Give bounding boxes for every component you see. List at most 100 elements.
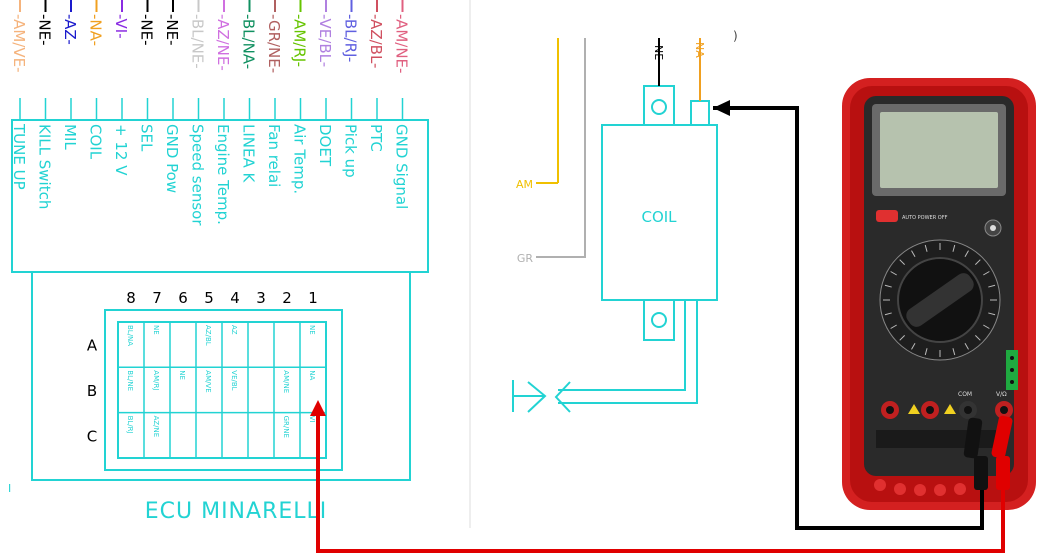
ecu-title: ECU MINARELLI [145, 499, 328, 524]
wire-code-label: -AM/VE- [10, 14, 28, 73]
na-coil-label: NA [693, 42, 706, 58]
coil-terminal-hole-bottom [651, 312, 667, 328]
connector-pin-label: GR/NE [282, 416, 290, 438]
wire-function-label: GND Signal [393, 124, 411, 209]
multimeter: AUTO POWER OFF COM V/Ω [842, 78, 1036, 510]
ne-coil-label: NE [652, 45, 665, 60]
red-test-lead [316, 410, 1005, 553]
black-lead-arrow [713, 100, 730, 116]
connector-pin-label: BL/NA [126, 325, 134, 346]
connector-row-letter: A [87, 337, 98, 355]
jack-label-v: V/Ω [996, 391, 1007, 398]
connector-pin-label: AM/NE [282, 370, 290, 393]
wire-code-label: -NE- [36, 14, 54, 46]
coil-terminal-bottom [643, 299, 675, 341]
ground-symbol [512, 380, 547, 413]
connector-pin-label: NA [308, 370, 316, 380]
jack-label-com: COM [958, 391, 972, 398]
ground-arrow [554, 381, 571, 413]
black-probe-plug [963, 417, 983, 459]
connector-column-number: 5 [204, 289, 214, 307]
wire-function-label: Speed sensor [189, 124, 207, 226]
wire-function-label: TUNE UP [10, 123, 28, 190]
connector-pin-labels: BL/NA NE AZ/BL AZ NE BL/NE AM/RJ NE AM/VE VE/BL AM… [126, 325, 316, 438]
red-lead-arrow [310, 400, 326, 416]
dial-knob[interactable] [903, 270, 977, 330]
coil-terminal-top [643, 85, 675, 126]
connector-pin-label: AM/RJ [152, 370, 160, 390]
wire-code-label: -AM/NE- [393, 14, 411, 73]
connector-outline [104, 309, 343, 471]
wire-code-label: -AM/RJ- [291, 14, 309, 67]
connector-pin-label: NE [178, 370, 186, 380]
wire-code-label: -NE- [138, 14, 156, 46]
connector-pin-label: NE [152, 325, 160, 335]
wire-function-label: GND Pow [163, 124, 181, 193]
wire-function-label: + 12 V [112, 124, 130, 176]
ecu-function-box [11, 119, 429, 273]
connector-column-number: 3 [256, 289, 266, 307]
input-jacks [881, 401, 1013, 419]
wire-function-label: LINEA K [240, 124, 258, 184]
connector-row-letter: B [87, 382, 97, 400]
meter-lcd [880, 112, 998, 188]
connector-grid [118, 322, 326, 458]
wire-code-label: -AZ/BL- [367, 14, 385, 68]
ground-line-inner [558, 300, 698, 404]
connector-pin-label: BL/RJ [126, 416, 134, 434]
wire-code-label: -NE- [163, 14, 181, 46]
connector-pin-label: VI [308, 416, 316, 423]
wire-function-label: SEL [138, 124, 156, 152]
gr-wire-label: GR [517, 252, 534, 265]
connector-pin-label: NE [308, 325, 316, 335]
coil-diagram: AM GR COIL NE NA ) [512, 29, 738, 413]
wire-code-label: -VI- [112, 14, 130, 39]
wire-function-label: MIL [61, 124, 79, 150]
connector-pin-label: VE/BL [230, 370, 238, 390]
wire-code-label: -GR/NE- [265, 14, 283, 73]
wire-code-label: -AZ- [61, 14, 79, 45]
coil-label: COIL [641, 208, 677, 226]
ecu-wire-labels: -AM/VE- TUNE UP -NE- KILL Switch -AZ- MIL -NA-… [10, 0, 411, 226]
coil-terminal-hole-top [651, 99, 667, 115]
connector-column-number: 8 [126, 289, 136, 307]
connector-pin-label: AZ/BL [204, 325, 212, 346]
power-button[interactable] [876, 210, 898, 222]
black-test-lead [713, 106, 984, 530]
wire-function-label: Engine Temp. [214, 124, 232, 225]
ground-line-outer [558, 300, 686, 391]
wire-function-label: COIL [87, 124, 105, 160]
top-edge-mark: ) [733, 29, 738, 43]
connector-pin-label: AZ [230, 325, 238, 335]
connector-pin-label: AZ/NE [152, 416, 160, 438]
dial-ticks [883, 243, 997, 357]
wire-function-label: DOET [316, 124, 334, 167]
wire-code-label: -VE/BL- [316, 14, 334, 67]
connector-row-letter: C [87, 427, 97, 445]
connector-column-number: 6 [178, 289, 188, 307]
connector-pin-label: BL/NE [126, 370, 134, 391]
wire-function-label: Fan relai [265, 124, 283, 187]
holster-bumps [874, 479, 966, 496]
wire-function-label: KILL Switch [36, 124, 54, 209]
connector-column-number: 2 [282, 289, 292, 307]
wire-code-label: -BL/NE- [189, 14, 207, 69]
wire-function-label: Air Temp. [291, 124, 309, 194]
auto-power-off-label: AUTO POWER OFF [902, 215, 948, 221]
wire-code-label: -BL/NA- [240, 14, 258, 69]
coil-primary-terminal [690, 100, 710, 126]
wire-code-label: -NA- [87, 14, 105, 46]
red-probe-plug [991, 415, 1013, 459]
ecu-body [31, 272, 411, 481]
connector-column-number: 4 [230, 289, 240, 307]
wire-code-label: -BL/RJ- [342, 14, 360, 62]
ecu-side-mark: I [8, 482, 11, 495]
wire-function-label: PTC [367, 124, 385, 152]
connector-column-number: 7 [152, 289, 162, 307]
wire-code-label: -AZ/NE- [214, 14, 232, 71]
connector-pin-label: AM/VE [204, 370, 212, 392]
am-wire-label: AM [516, 178, 533, 191]
